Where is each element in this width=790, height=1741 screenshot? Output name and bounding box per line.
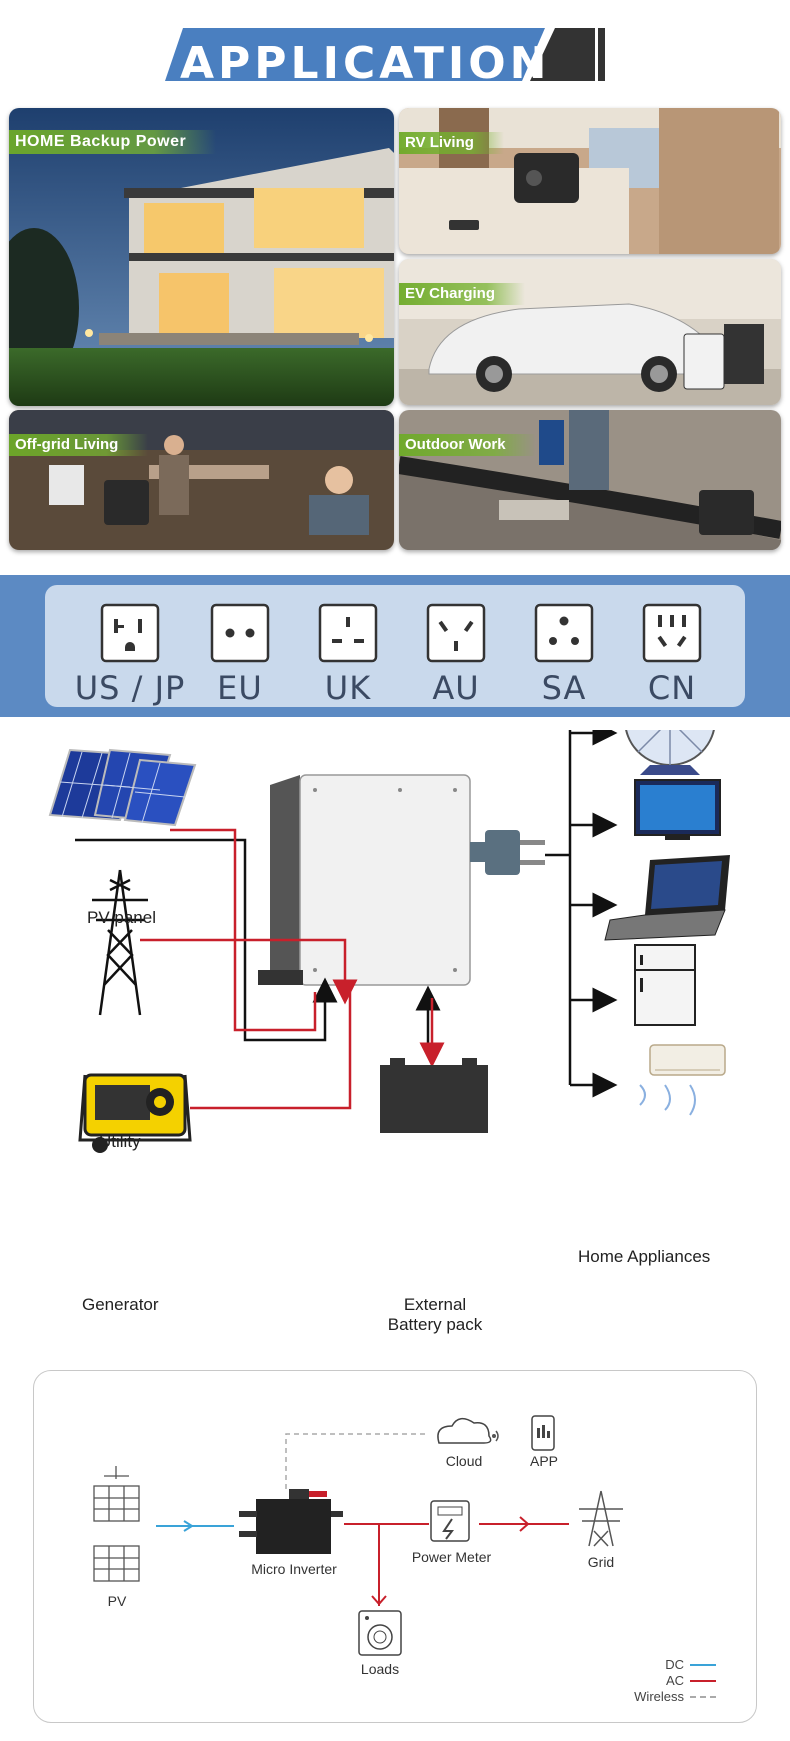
pv-panel-label: PV panel xyxy=(87,908,156,927)
tile-label-ev-charging: EV Charging xyxy=(399,283,526,305)
application-banner: APPLICATION xyxy=(0,28,790,90)
tile-home-backup: HOME Backup Power xyxy=(9,108,394,406)
tile-label-home-backup: HOME Backup Power xyxy=(9,130,217,154)
wireless-signal-icon xyxy=(492,1430,499,1442)
cn-socket-icon xyxy=(642,603,702,663)
power-meter-icon xyxy=(430,1500,470,1542)
power-plug-icon xyxy=(470,830,545,875)
us-jp-socket-icon xyxy=(100,603,160,663)
socket-label-sa: SA xyxy=(541,669,587,707)
tv-icon xyxy=(634,779,721,840)
battery-label: Battery xyxy=(400,1214,461,1235)
tile-outdoor-work: Outdoor Work xyxy=(399,410,781,550)
cloud-label: Cloud xyxy=(445,1453,483,1469)
socket-label-us-jp: US / JP xyxy=(74,669,186,707)
ev-car-illustration xyxy=(399,259,781,405)
tile-label-outdoor-work: Outdoor Work xyxy=(399,434,536,456)
socket-label-eu: EU xyxy=(217,669,263,707)
hybrid-inverter-icon xyxy=(258,774,471,986)
utility-label: Utility xyxy=(99,1132,141,1151)
tile-label-off-grid-living: Off-grid Living xyxy=(9,434,149,456)
power-system-diagram: PV panel Utility Generator Battery Exter… xyxy=(0,730,790,1350)
tile-ev-charging: EV Charging xyxy=(399,259,781,405)
legend-dc-line xyxy=(690,1663,716,1666)
socket-label-cn: CN xyxy=(647,669,697,707)
socket-us-jp: US / JP xyxy=(65,603,195,707)
legend-ac-label: AC xyxy=(665,1673,684,1688)
laptop-icon xyxy=(604,855,730,941)
socket-types-band: US / JP EU UK xyxy=(0,575,790,717)
legend-dc-label: DC xyxy=(665,1657,684,1672)
power-system-wires xyxy=(48,730,730,1153)
uk-socket-icon xyxy=(318,603,378,663)
tile-rv-living: RV Living xyxy=(399,108,781,254)
banner-title: APPLICATION xyxy=(180,38,551,89)
socket-label-uk: UK xyxy=(324,669,372,707)
socket-types-panel: US / JP EU UK xyxy=(45,585,745,707)
micro-inverter-diagram: PV Micro Inverter Cloud APP Power Meter … xyxy=(33,1370,757,1723)
tile-label-rv-living: RV Living xyxy=(399,132,504,154)
app-label: APP xyxy=(529,1453,558,1469)
rv-interior-illustration xyxy=(399,108,781,254)
socket-sa: SA xyxy=(514,603,614,707)
grid-label: Grid xyxy=(587,1554,615,1570)
power-meter-label: Power Meter xyxy=(411,1549,492,1565)
sa-socket-icon xyxy=(534,603,594,663)
legend-ac-line xyxy=(690,1679,716,1682)
loads-washer-icon xyxy=(358,1610,402,1656)
micro-inverter-icon xyxy=(239,1489,343,1554)
socket-uk: UK xyxy=(298,603,398,707)
pv-label: PV xyxy=(107,1593,127,1609)
legend-wireless-label: Wireless xyxy=(634,1689,684,1704)
socket-cn: CN xyxy=(622,603,722,707)
generator-label: Generator xyxy=(82,1295,159,1314)
external-battery-icon xyxy=(380,1058,488,1133)
legend-ac: AC xyxy=(666,1673,716,1688)
banner-shape xyxy=(165,28,605,81)
pv-panel-icon xyxy=(48,748,197,827)
home-appliances-label: Home Appliances xyxy=(578,1247,711,1266)
home-house-illustration xyxy=(9,108,394,406)
fridge-icon xyxy=(634,944,696,1026)
utility-tower-icon xyxy=(92,869,148,1016)
generator-icon xyxy=(78,1073,192,1153)
micro-inverter-label: Micro Inverter xyxy=(251,1561,337,1577)
loads-label: Loads xyxy=(360,1661,400,1677)
outdoor-work-illustration xyxy=(399,410,781,550)
socket-au: AU xyxy=(406,603,506,707)
app-phone-icon xyxy=(531,1415,555,1451)
air-conditioner-icon xyxy=(639,1044,726,1116)
legend-wireless-line xyxy=(690,1695,716,1698)
legend-dc: DC xyxy=(665,1657,716,1672)
socket-eu: EU xyxy=(190,603,290,707)
socket-label-au: AU xyxy=(432,669,480,707)
cloud-icon xyxy=(437,1417,492,1444)
grid-tower-icon xyxy=(579,1490,623,1547)
fan-icon xyxy=(625,730,715,775)
eu-socket-icon xyxy=(210,603,270,663)
pv-small-icon xyxy=(93,1466,140,1582)
micro-inverter-wires xyxy=(93,1415,623,1656)
external-battery-label: External Battery pack xyxy=(387,1295,483,1334)
legend-wireless: Wireless xyxy=(634,1689,716,1704)
au-socket-icon xyxy=(426,603,486,663)
off-grid-camp-illustration xyxy=(9,410,394,550)
tile-off-grid-living: Off-grid Living xyxy=(9,410,394,550)
